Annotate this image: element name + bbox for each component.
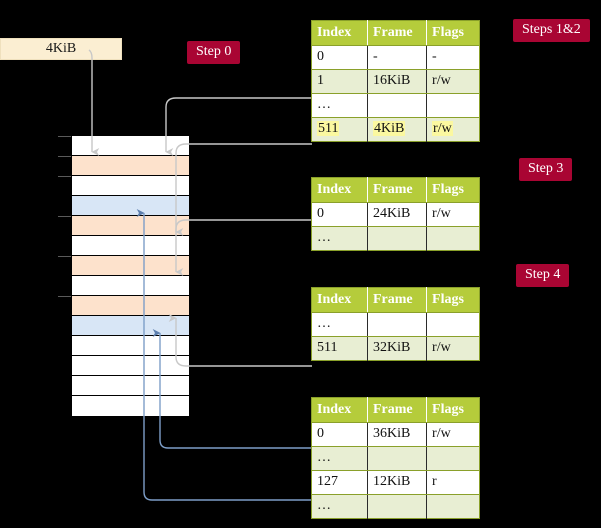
cell-frame <box>367 93 428 118</box>
cell-frame: 4KiB <box>367 117 428 142</box>
memory-frame <box>72 216 189 236</box>
cell-frame: - <box>367 45 428 70</box>
wire-step3 <box>175 219 312 277</box>
memory-tick-0 <box>58 136 71 137</box>
memory-frame <box>72 296 189 316</box>
column-header-frame: Frame <box>367 177 428 203</box>
memory-tick-6 <box>58 256 71 257</box>
column-header-index: Index <box>311 177 368 203</box>
table-row: 511 32KiB r/w <box>311 336 480 361</box>
memory-frame <box>72 136 189 156</box>
cell-index: 0 <box>311 422 368 447</box>
table-header-row: Index Frame Flags <box>311 397 480 423</box>
cell-flags: r <box>426 470 480 495</box>
callout-4kib: 4KiB <box>0 38 122 60</box>
memory-frame <box>72 236 189 256</box>
memory-frame <box>72 376 189 396</box>
highlight-text: 4KiB <box>373 121 406 136</box>
memory-frame <box>72 256 189 276</box>
memory-tick-8 <box>58 296 71 297</box>
cell-index: 0 <box>311 45 368 70</box>
cell-flags: - <box>426 45 480 70</box>
cell-index: 511 <box>311 117 368 142</box>
cell-frame <box>367 494 428 519</box>
cell-flags: r/w <box>426 117 480 142</box>
memory-frame <box>72 156 189 176</box>
cell-frame <box>367 226 428 251</box>
column-header-frame: Frame <box>367 397 428 423</box>
column-header-flags: Flags <box>426 397 480 423</box>
column-header-flags: Flags <box>426 20 480 46</box>
memory-frame <box>72 336 189 356</box>
cell-flags <box>426 93 480 118</box>
table-row: … <box>311 446 480 471</box>
cell-frame <box>367 446 428 471</box>
table-row-highlighted: 511 4KiB r/w <box>311 117 480 142</box>
step-badge-step3: Step 3 <box>519 158 573 181</box>
memory-frame <box>72 196 189 216</box>
cell-flags <box>426 446 480 471</box>
table-header-row: Index Frame Flags <box>311 287 480 313</box>
step-badge-step0: Step 0 <box>187 41 241 64</box>
cell-flags: r/w <box>426 336 480 361</box>
cell-flags: r/w <box>426 69 480 94</box>
step-badge-steps1and2: Steps 1&2 <box>513 19 590 42</box>
memory-tick-4 <box>58 216 71 217</box>
table-row: 0 36KiB r/w <box>311 422 480 447</box>
table-row: 1 16KiB r/w <box>311 69 480 94</box>
cell-frame: 24KiB <box>367 202 428 227</box>
memory-frame <box>72 356 189 376</box>
page-table-level3: Index Frame Flags 0 24KiB r/w … <box>311 177 480 251</box>
highlight-text: 511 <box>317 121 340 136</box>
page-table-level2: Index Frame Flags … 511 32KiB r/w <box>311 287 480 361</box>
table-row: … <box>311 312 480 337</box>
table-header-row: Index Frame Flags <box>311 177 480 203</box>
memory-frame <box>72 176 189 196</box>
cell-frame: 36KiB <box>367 422 428 447</box>
cell-index: … <box>311 93 368 118</box>
table-row: … <box>311 494 480 519</box>
cell-index: … <box>311 446 368 471</box>
cell-index: 127 <box>311 470 368 495</box>
cell-frame: 16KiB <box>367 69 428 94</box>
memory-frame <box>72 316 189 336</box>
memory-frame <box>72 396 189 416</box>
column-header-index: Index <box>311 287 368 313</box>
cell-index: … <box>311 494 368 519</box>
memory-frame <box>72 276 189 296</box>
table-row: … <box>311 93 480 118</box>
table-row: 0 - - <box>311 45 480 70</box>
table-header-row: Index Frame Flags <box>311 20 480 46</box>
column-header-index: Index <box>311 397 368 423</box>
column-header-flags: Flags <box>426 177 480 203</box>
cell-flags <box>426 226 480 251</box>
cell-index: 0 <box>311 202 368 227</box>
highlight-text: r/w <box>432 121 453 136</box>
cell-index: 1 <box>311 69 368 94</box>
table-row: 0 24KiB r/w <box>311 202 480 227</box>
memory-tick-1 <box>58 156 71 157</box>
page-table-level1: Index Frame Flags 0 36KiB r/w … 127 12Ki… <box>311 397 480 519</box>
wire-step4 <box>168 313 312 367</box>
memory-tick-2 <box>58 176 71 177</box>
column-header-flags: Flags <box>426 287 480 313</box>
table-row: … <box>311 226 480 251</box>
column-header-frame: Frame <box>367 20 428 46</box>
cell-index: … <box>311 226 368 251</box>
cell-flags <box>426 312 480 337</box>
physical-memory-column <box>71 135 190 416</box>
column-header-index: Index <box>311 20 368 46</box>
page-table-level4: Index Frame Flags 0 - - 1 16KiB r/w … <box>311 20 480 142</box>
cell-frame: 32KiB <box>367 336 428 361</box>
cell-index: 511 <box>311 336 368 361</box>
column-header-frame: Frame <box>367 287 428 313</box>
cell-flags: r/w <box>426 202 480 227</box>
cell-frame <box>367 312 428 337</box>
cell-flags <box>426 494 480 519</box>
step-badge-step4: Step 4 <box>516 264 570 287</box>
cell-flags: r/w <box>426 422 480 447</box>
cell-frame: 12KiB <box>367 470 428 495</box>
table-row: 127 12KiB r <box>311 470 480 495</box>
cell-index: … <box>311 312 368 337</box>
